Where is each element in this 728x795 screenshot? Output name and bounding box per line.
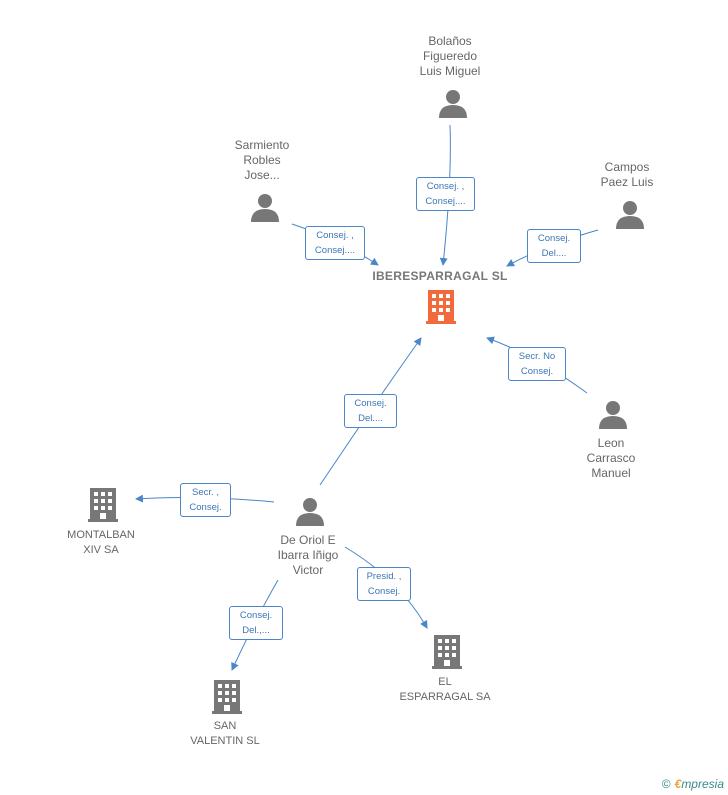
person-icon-leon[interactable] xyxy=(599,400,627,429)
brand-rest: mpresia xyxy=(681,777,724,791)
person-icon-sarmiento[interactable] xyxy=(251,193,279,222)
main-company-name[interactable]: IBERESPARRAGAL SL xyxy=(372,269,508,283)
person-icon-deoriol[interactable] xyxy=(296,497,324,526)
person-icon-campos[interactable] xyxy=(616,200,644,229)
relation-label-deoriol-esparragal[interactable]: Presid. ,Consej. xyxy=(357,567,411,601)
person-icon-bolanos[interactable] xyxy=(439,89,467,118)
relation-label-deoriol-main[interactable]: Consej.Del.... xyxy=(344,394,397,428)
relation-label-sarmiento-main[interactable]: Consej. ,Consej.... xyxy=(305,226,365,260)
empresia-brand[interactable]: ©€mpresia xyxy=(662,777,724,791)
relation-label-bolanos-main[interactable]: Consej. ,Consej.... xyxy=(416,177,475,211)
building-icon-sanvalentin[interactable] xyxy=(212,680,242,714)
building-icon-esparragal[interactable] xyxy=(432,635,462,669)
brand-initial: € xyxy=(674,777,682,791)
relation-label-deoriol-sanvalentin[interactable]: Consej.Del.,... xyxy=(229,606,283,640)
building-icon-main[interactable] xyxy=(426,290,456,324)
relation-label-campos-main[interactable]: Consej.Del.... xyxy=(527,229,581,263)
relation-label-deoriol-montalban[interactable]: Secr. ,Consej. xyxy=(180,483,231,517)
copyright-icon: © xyxy=(661,777,671,791)
building-icon-montalban[interactable] xyxy=(88,488,118,522)
